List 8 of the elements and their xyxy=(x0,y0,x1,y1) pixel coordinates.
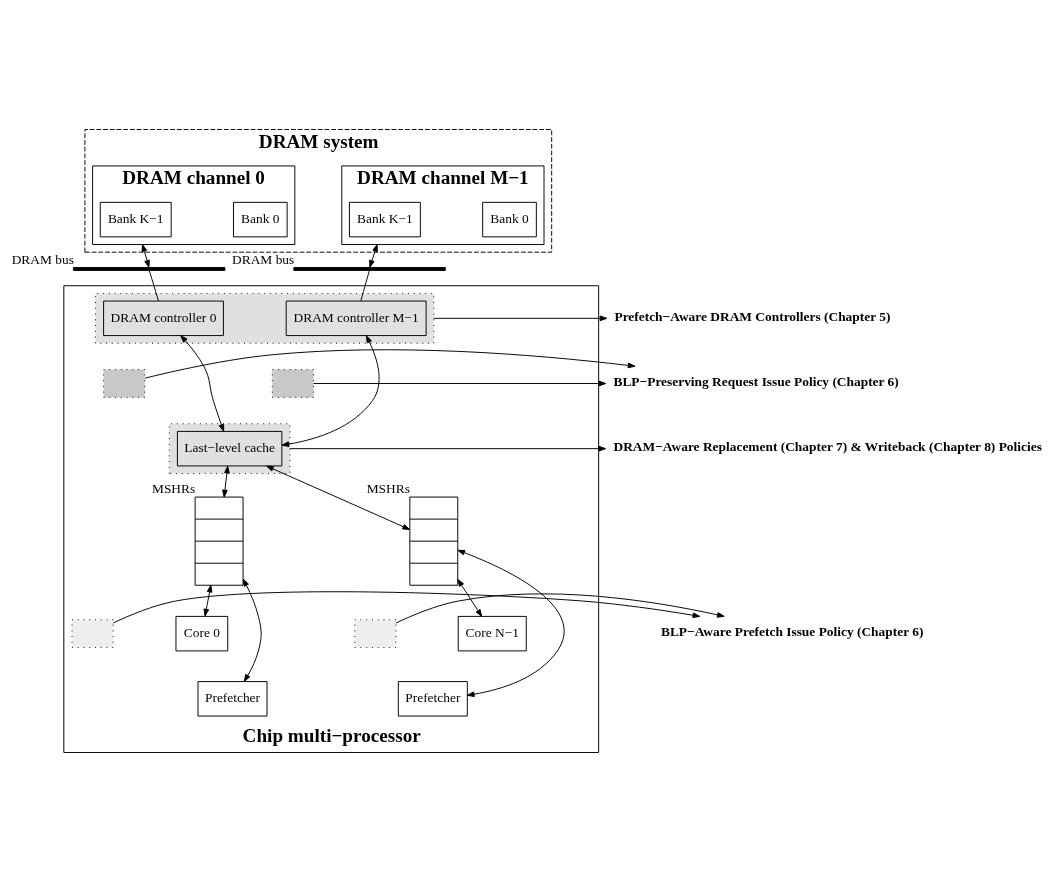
node-label: MSHRs xyxy=(151,480,196,496)
node-label: DRAM bus xyxy=(11,251,74,267)
node-text: DRAM−Aware Replacement (Chapter 7) & Writeback (Chapter 8) Policies xyxy=(613,439,1042,455)
node-text: Prefetch−Aware DRAM Controllers (Chapter 5) xyxy=(614,308,891,324)
node-label: DRAM bus xyxy=(232,251,295,267)
node-text: BLP−Aware Prefetch Issue Policy (Chapter 6) xyxy=(660,624,924,640)
node-label: MSHRs xyxy=(366,480,410,496)
node-text: BLP−Preserving Request Issue Policy (Chapter 6) xyxy=(613,374,899,390)
